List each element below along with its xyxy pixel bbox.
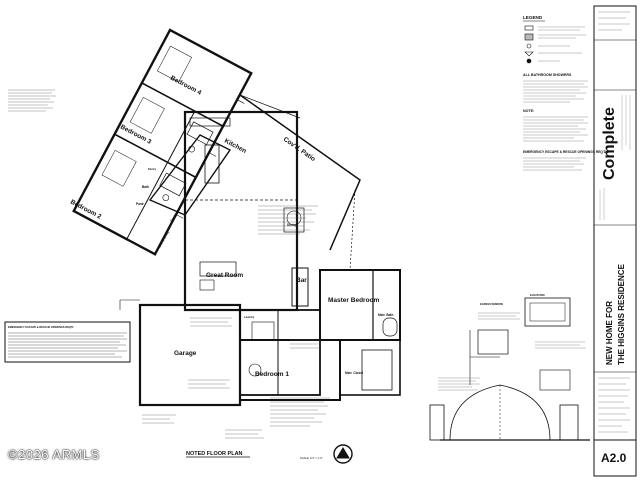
annotation-lines — [8, 89, 330, 439]
room-great-room: Great Room — [206, 272, 243, 279]
room-pwdr: Pwdr — [136, 202, 145, 206]
room-bath: Bath — [142, 185, 149, 189]
legend-note-lines — [523, 116, 588, 142]
legend-note: NOTE: — [523, 109, 534, 113]
plan-scale: SCALE: 1/4" = 1'-0" — [300, 456, 323, 460]
legend-column: LEGEND ALL BATHROOM SHOWERS NOTE: EMER — [523, 15, 607, 171]
project-line-2: THE HIGGINS RESIDENCE — [617, 263, 626, 365]
company-logo: Complete — [601, 107, 618, 180]
legend-title: LEGEND — [523, 15, 543, 20]
plan-title: NOTED FLOOR PLAN — [186, 451, 243, 457]
legend-emergency: EMERGENCY ESCAPE & RESCUE OPENINGS REQ'D… — [523, 150, 607, 154]
room-master-bedroom: Master Bedroom — [328, 297, 380, 304]
north-arrow — [333, 444, 353, 464]
detail-drawings — [429, 297, 590, 441]
watermark: ©2026 ARMLS — [8, 447, 100, 462]
project-line-1: NEW HOME FOR — [605, 301, 614, 365]
room-foyer: Foyer — [169, 212, 177, 222]
room-master-bath: Mstr. Bath — [378, 313, 393, 317]
egress-note-lines — [8, 332, 127, 358]
room-laundry: Laundry — [244, 315, 255, 319]
room-dining: Dining — [287, 223, 297, 227]
room-bar: Bar — [296, 277, 307, 284]
legend-symbols — [524, 25, 534, 64]
room-bedroom-1: Bedroom 1 — [255, 371, 289, 378]
egress-note-title: EMERGENCY ESCAPE & RESCUE OPENINGS REQ'D — [8, 325, 74, 329]
bath-shower-note — [523, 80, 588, 103]
room-master-closet: Mstr. Closet — [345, 371, 364, 375]
legend-emergency-lines — [523, 157, 586, 171]
room-pantry: Pantry — [148, 167, 157, 171]
legend-text-lines — [538, 26, 586, 62]
legend-bath-showers: ALL BATHROOM SHOWERS — [523, 73, 572, 77]
bedroom-wing — [72, 28, 253, 256]
detail-notes — [438, 312, 586, 391]
title-block: Complete NEW HOME FOR THE HIGGINS RESIDE… — [593, 5, 637, 477]
sheet-number: A2.0 — [601, 451, 627, 465]
room-garage: Garage — [174, 350, 197, 357]
detail-egress-label: EGRESS WINDOW — [480, 302, 503, 306]
detail-elevation-label: ELEVATION — [530, 293, 545, 297]
